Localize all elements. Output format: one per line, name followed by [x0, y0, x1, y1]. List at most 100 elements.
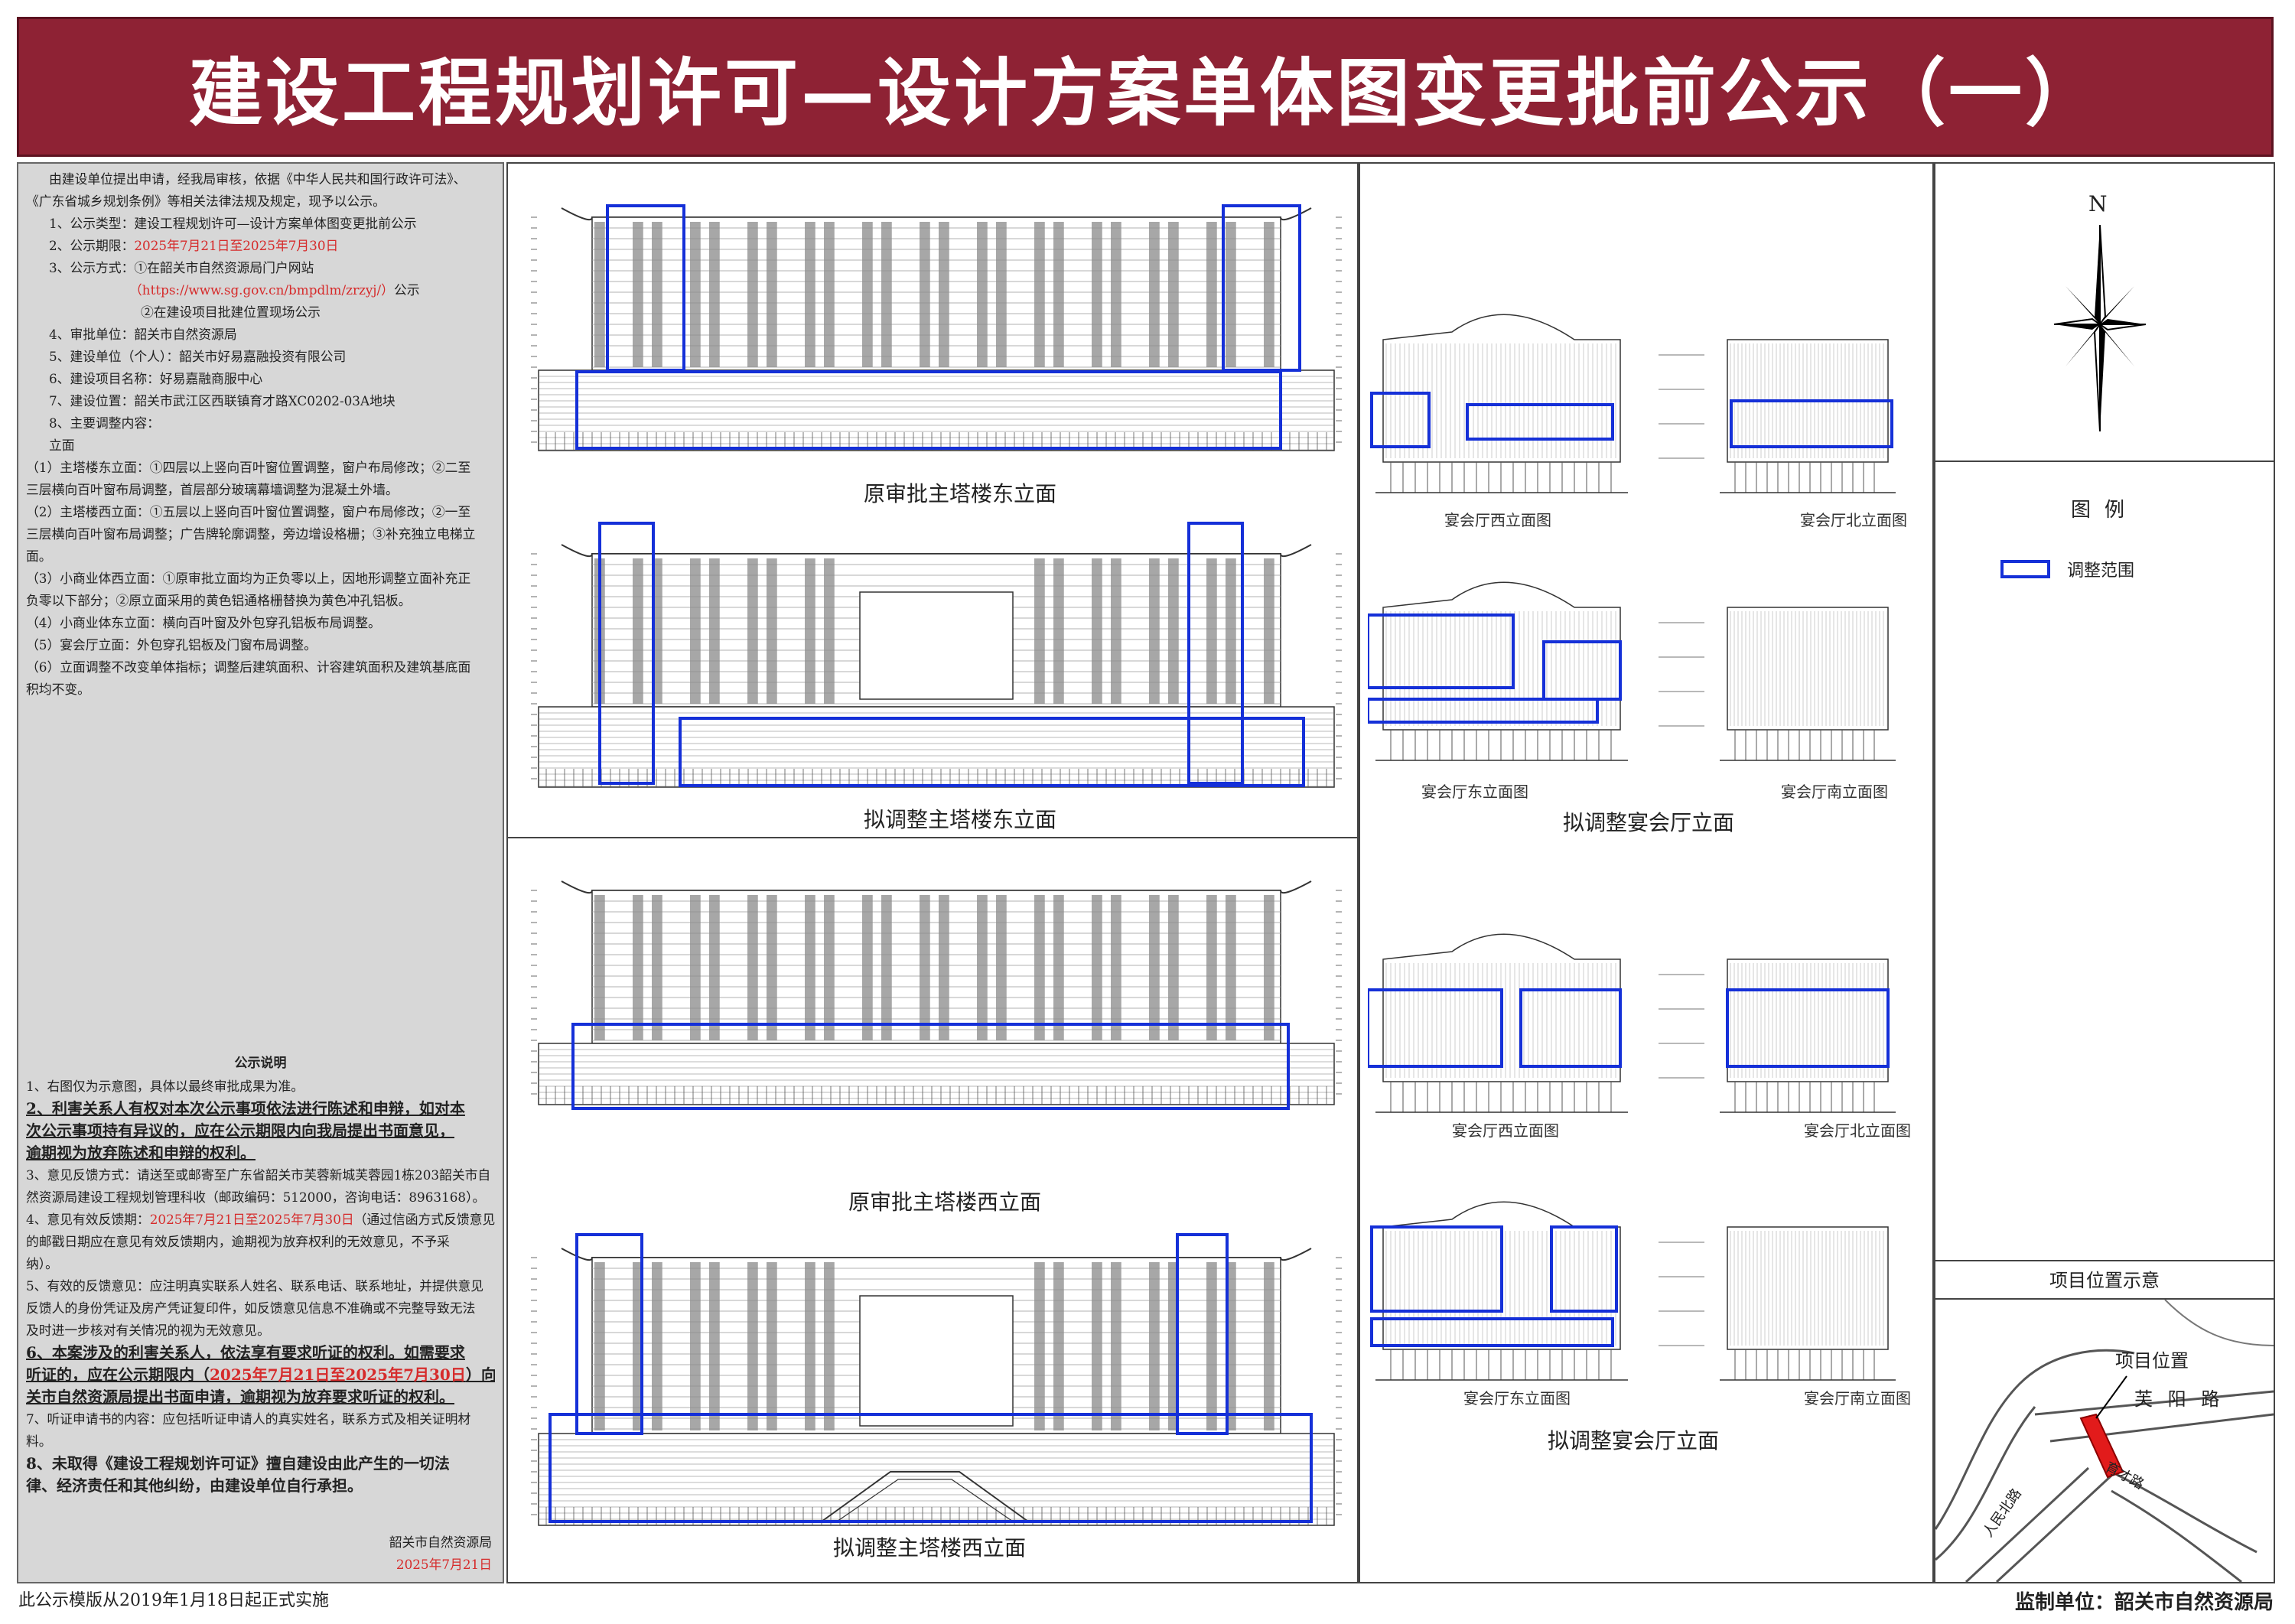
- notes-title: 公示说明: [234, 1056, 287, 1071]
- location-map: 项目位置 芙 阳 路 人民北路 育才路: [1935, 1300, 2274, 1582]
- caption-tower-east-proposed: 拟调整主塔楼东立面: [864, 803, 1057, 834]
- banquet-sub-caption: 宴会厅北立面图: [1804, 1121, 1911, 1140]
- note-2: 次公示事项持有异议的，应在公示期限内向我局提出书面意见，: [26, 1121, 454, 1140]
- info-line: 7、建设位置：韶关市武江区西联镇育才路XC0202-03A地块: [49, 393, 396, 408]
- announcement-text-panel: 由建设单位提出申请，经我局审核，依据《中华人民共和国行政许可法》、 《广东省城乡…: [17, 162, 504, 1583]
- notes-block: 公示说明 1、右图仅为示意图，具体以最终审批成果为准。 2、利害关系人有权对本次…: [26, 1047, 495, 1497]
- road-label: 芙 阳 路: [2134, 1388, 2225, 1410]
- issuer-name: 韶关市自然资源局: [389, 1535, 492, 1550]
- adjustment-line: 三层横向百叶窗布局调整；广告牌轮廓调整，旁边增设格栅；③补充独立电梯立: [26, 526, 476, 542]
- project-location-label: 项目位置: [2115, 1350, 2189, 1372]
- header-banner: 建设工程规划许可—设计方案单体图变更批前公示（一）: [17, 17, 2274, 157]
- info-line: 4、审批单位：韶关市自然资源局: [49, 327, 237, 342]
- issue-date: 2025年7月21日: [396, 1557, 492, 1572]
- note-1: 1、右图仅为示意图，具体以最终审批成果为准。: [26, 1079, 304, 1094]
- tower-elevations-panel: 原审批主塔楼东立面 拟调整主塔楼东立面 原审批主塔楼西立面 拟调整主塔楼西立面: [506, 162, 1359, 1583]
- north-label: N: [2088, 191, 2108, 216]
- adjustment-line: 三层横向百叶窗布局调整，首层部分玻璃幕墙调整为混凝土外墙。: [26, 482, 399, 497]
- footer-note: 此公示模版从2019年1月18日起正式实施: [18, 1591, 329, 1610]
- note-5: 5、有效的反馈意见：应注明真实联系人姓名、联系电话、联系地址，并提供意见: [26, 1278, 484, 1294]
- caption-banquet-1: 拟调整宴会厅立面: [1563, 806, 1735, 837]
- banquet-sub-caption: 宴会厅北立面图: [1800, 511, 1907, 529]
- method-site-line: ②在建设项目批建位置现场公示: [141, 304, 321, 320]
- note-5: 反馈人的身份凭证及房产凭证复印件，如反馈意见信息不准确或不完整导致无法: [26, 1300, 476, 1316]
- tower-west-original-drawing: [531, 880, 1342, 1110]
- adjustment-line: 负零以下部分；②原立面采用的黄色铝通格栅替换为黄色冲孔铝板。: [26, 593, 412, 608]
- panel-divider: [508, 837, 1357, 838]
- note-3: 然资源局建设工程规划管理科收（邮政编码：512000，咨询电话：8963168）…: [26, 1190, 486, 1205]
- note-4-period: 2025年7月21日至2025年7月30日: [149, 1212, 354, 1227]
- info-line: 5、建设单位（个人）：韶关市好易嘉融投资有限公司: [49, 349, 347, 364]
- banquet-sub-caption: 宴会厅西立面图: [1452, 1121, 1559, 1140]
- intro-line: 《广东省城乡规划条例》等相关法律法规及规定，现予以公示。: [26, 194, 386, 209]
- info-line: 8、主要调整内容：: [49, 415, 160, 431]
- adjustment-line: （4）小商业体东立面：横向百叶窗及外包穿孔铝板布局调整。: [26, 615, 381, 630]
- method-url-line: （https://www.sg.gov.cn/bmpdlm/zrzyj/）公示: [26, 279, 495, 301]
- note-6-part: ）向韶: [465, 1365, 495, 1384]
- caption-tower-east-original: 原审批主塔楼东立面: [864, 477, 1057, 508]
- note-4: 纳）。: [26, 1256, 58, 1271]
- adjustment-line: （1）主塔楼东立面：①四层以上竖向百叶窗位置调整，窗户布局修改；②二至: [26, 460, 471, 475]
- note-4-rest: （通过信函方式反馈意见: [353, 1212, 495, 1227]
- right-info-column: N 图例 调整范围 项目位置示意: [1934, 162, 2275, 1583]
- banquet-elevations-panel: 宴会厅西立面图 宴会厅北立面图 宴会厅东立面图 宴会厅南立面图 拟调整宴会厅立面…: [1359, 162, 1934, 1583]
- facade-label: 立面: [49, 438, 75, 453]
- note-5: 及时进一步核对有关情况的视为无效意见。: [26, 1323, 270, 1338]
- banquet-set-1-drawing: [1368, 314, 1896, 761]
- note-8: 8、未取得《建设工程规划许可证》擅自建设由此产生的一切法: [26, 1454, 450, 1473]
- location-map-drawing: [1935, 1300, 2274, 1582]
- caption-tower-west-original: 原审批主塔楼西立面: [848, 1186, 1042, 1216]
- method-url-suffix: 公示: [393, 282, 420, 298]
- legend-label: 调整范围: [2067, 561, 2135, 581]
- note-7: 7、听证申请书的内容：应包括听证申请人的真实姓名，联系方式及相关证明材: [26, 1411, 471, 1427]
- tower-east-original-drawing: [531, 204, 1342, 451]
- period-label: 2、公示期限：: [49, 238, 135, 253]
- adjustment-line: （5）宴会厅立面：外包穿孔铝板及门窗布局调整。: [26, 637, 317, 653]
- note-3: 3、意见反馈方式：请送至或邮寄至广东省韶关市芙蓉新城芙蓉园1栋203韶关市自: [26, 1167, 491, 1183]
- period-value: 2025年7月21日至2025年7月30日: [134, 238, 339, 253]
- banquet-sub-caption: 宴会厅南立面图: [1781, 783, 1888, 801]
- note-6-period: 2025年7月21日至2025年7月30日: [210, 1365, 466, 1384]
- website-link[interactable]: （https://www.sg.gov.cn/bmpdlm/zrzyj/）: [129, 282, 394, 298]
- page-title: 建设工程规划许可—设计方案单体图变更批前公示（一）: [189, 50, 2101, 136]
- intro-line: 由建设单位提出申请，经我局审核，依据《中华人民共和国行政许可法》、: [49, 171, 467, 187]
- footer-supervisor: 监制单位：韶关市自然资源局: [2014, 1591, 2274, 1614]
- intro-line: 1、公示类型：建设工程规划许可—设计方案单体图变更批前公示: [49, 216, 417, 231]
- adjustment-line: （3）小商业体西立面：①原审批立面均为正负零以上，因地形调整立面补充正: [26, 571, 471, 586]
- note-7: 料。: [26, 1434, 52, 1449]
- note-4: 的邮戳日期应在意见有效反馈期内，逾期视为放弃权利的无效意见，不予采: [26, 1234, 450, 1249]
- note-6: 6、本案涉及的利害关系人，依法享有要求听证的权利。如需要求: [26, 1343, 465, 1362]
- adjustment-line: 积均不变。: [26, 682, 90, 697]
- adjustment-line: （2）主塔楼西立面：①五层以上竖向百叶窗位置调整，窗户布局修改；②一至: [26, 504, 471, 519]
- note-6-part: 听证的，应在公示期限内（: [26, 1365, 210, 1384]
- banquet-sub-caption: 宴会厅东立面图: [1463, 1389, 1571, 1408]
- project-site-marker: [2079, 1413, 2124, 1479]
- info-line: 6、建设项目名称：好易嘉融商服中心: [49, 371, 263, 386]
- caption-tower-west-proposed: 拟调整主塔楼西立面: [833, 1531, 1027, 1562]
- legend-swatch: [2000, 560, 2050, 578]
- legend-area: 图例 调整范围: [1935, 462, 2274, 1261]
- legend-title: 图例: [2070, 499, 2138, 522]
- banquet-sub-caption: 宴会厅南立面图: [1804, 1389, 1911, 1408]
- note-6: 关市自然资源局提出书面申请，逾期视为放弃要求听证的权利。: [26, 1388, 454, 1406]
- tower-east-proposed-drawing: [531, 522, 1342, 788]
- location-title: 项目位置示意: [1935, 1261, 2274, 1300]
- note-2: 逾期视为放弃陈述和申辩的权利。: [26, 1144, 256, 1162]
- note-2: 2、利害关系人有权对本次公示事项依法进行陈述和申辩，如对本: [26, 1099, 465, 1118]
- tower-west-proposed-drawing: [531, 1233, 1342, 1526]
- note-8: 律、经济责任和其他纠纷，由建设单位自行承担。: [26, 1476, 363, 1495]
- period-line: 2、公示期限：2025年7月21日至2025年7月30日: [26, 235, 495, 257]
- note-4: 4、意见有效反馈期：2025年7月21日至2025年7月30日（通过信函方式反馈…: [26, 1209, 495, 1231]
- method-line: 3、公示方式：①在韶关市自然资源局门户网站: [49, 260, 314, 275]
- compass-icon: [2053, 224, 2147, 432]
- banquet-sub-caption: 宴会厅东立面图: [1421, 783, 1528, 801]
- note-6: 听证的，应在公示期限内（2025年7月21日至2025年7月30日）向韶: [26, 1364, 495, 1386]
- signature-block: 韶关市自然资源局 2025年7月21日: [389, 1531, 492, 1576]
- note-4-label: 4、意见有效反馈期：: [26, 1212, 150, 1227]
- north-arrow-area: N: [1935, 164, 2274, 462]
- caption-banquet-2: 拟调整宴会厅立面: [1548, 1424, 1720, 1455]
- adjustment-line: （6）立面调整不改变单体指标；调整后建筑面积、计容建筑面积及建筑基底面: [26, 659, 471, 675]
- adjustment-line: 面。: [26, 548, 52, 564]
- banquet-set-2-drawing: [1368, 933, 1896, 1381]
- banquet-sub-caption: 宴会厅西立面图: [1444, 511, 1551, 529]
